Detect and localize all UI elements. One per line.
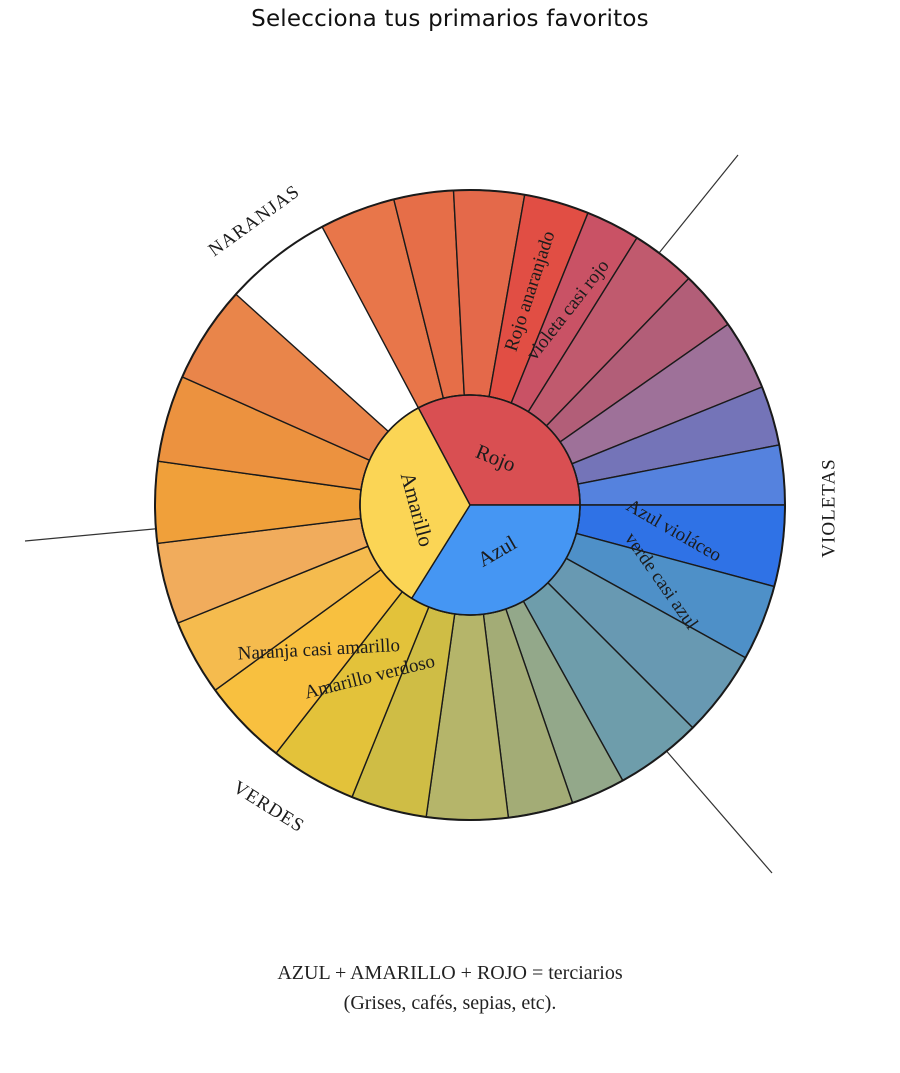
group-label-naranjas: NARANJAS xyxy=(205,181,304,261)
footer-note: AZUL + AMARILLO + ROJO = terciarios (Gri… xyxy=(0,958,900,1018)
group-label-verdes: VERDES xyxy=(229,777,308,837)
footer-line-2: (Grises, cafés, sepias, etc). xyxy=(343,992,557,1014)
group-divider-line xyxy=(662,746,773,874)
wheel-outer-border xyxy=(154,189,786,821)
group-divider-line xyxy=(24,526,176,542)
group-label-violetas: VIOLETAS xyxy=(818,458,839,557)
wheel-inner-border xyxy=(359,394,581,616)
group-divider-line xyxy=(654,154,739,259)
page-title: Selecciona tus primarios favoritos xyxy=(251,6,649,32)
footer-line-1: AZUL + AMARILLO + ROJO = terciarios xyxy=(277,962,623,984)
